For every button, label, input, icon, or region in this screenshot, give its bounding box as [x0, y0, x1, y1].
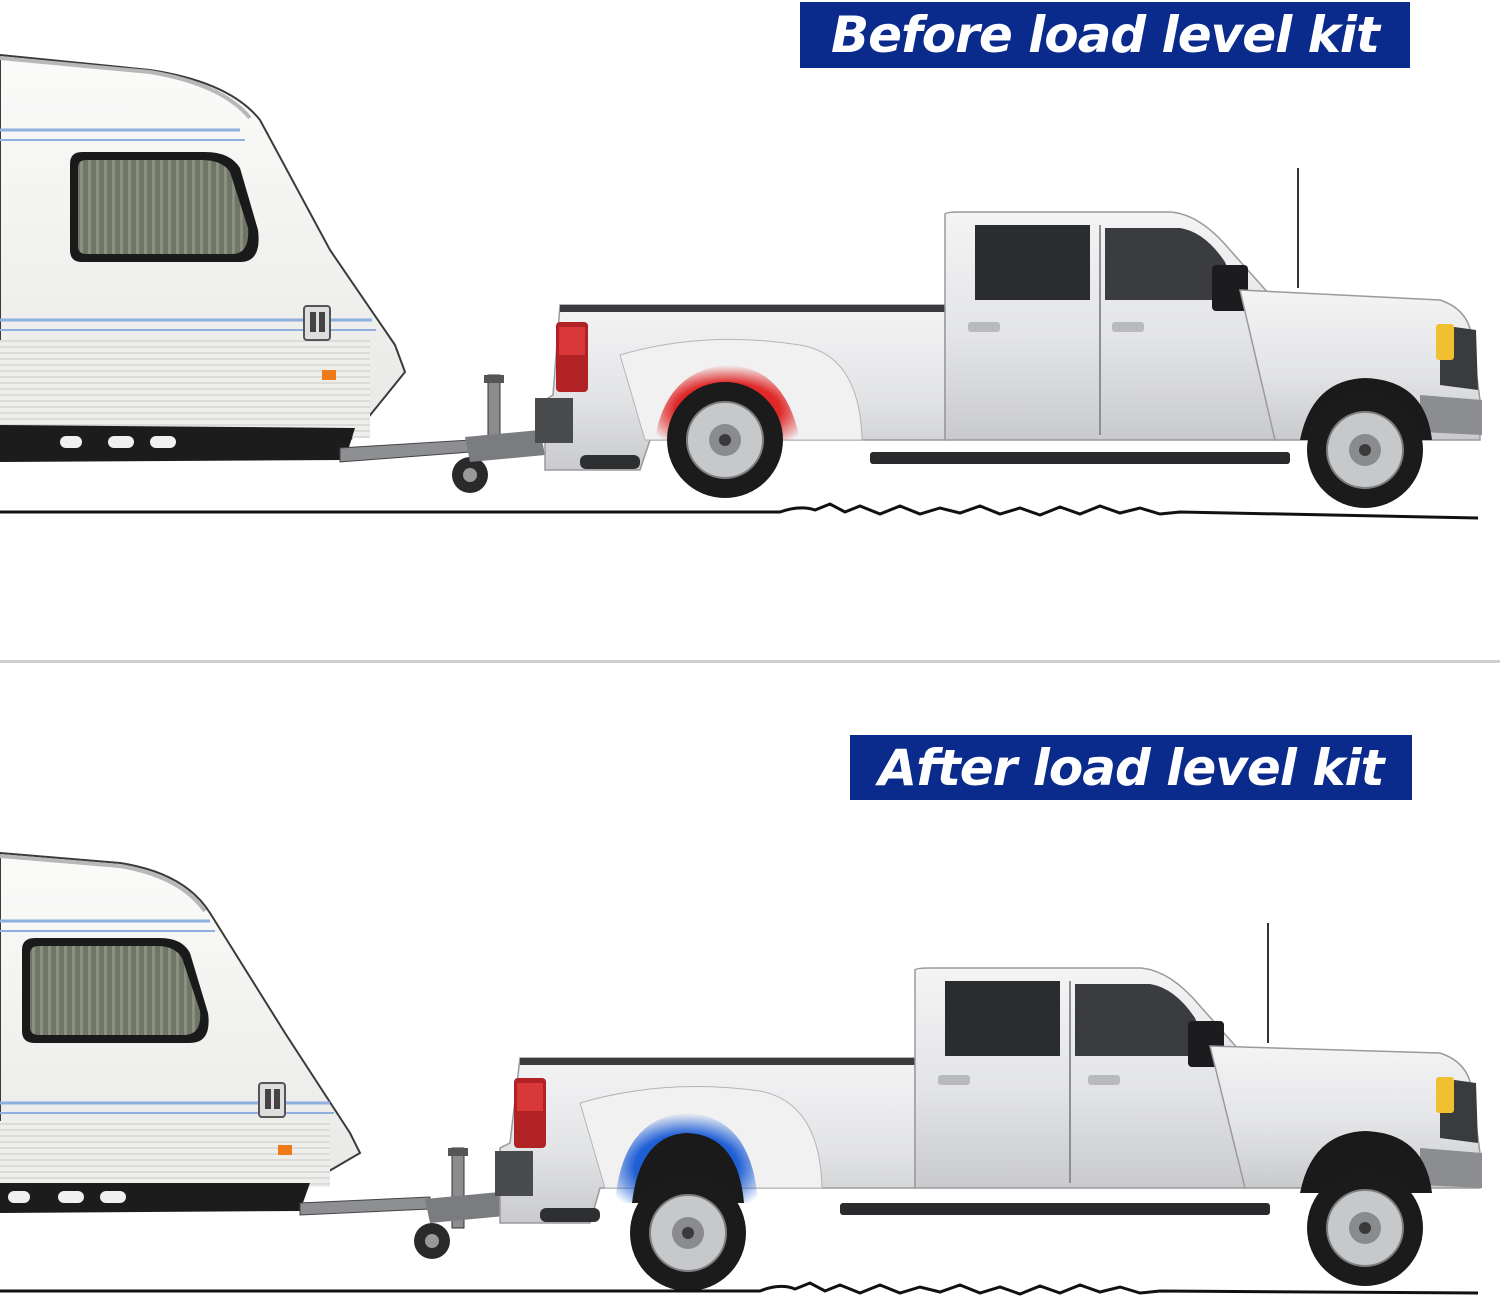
before-panel: Before load level kit — [0, 2, 1482, 520]
rear-wheel — [667, 382, 783, 498]
pickup-truck-icon — [495, 923, 1482, 1291]
before-scene — [0, 53, 1482, 520]
after-panel: After load level kit — [0, 663, 1500, 1305]
after-scene — [0, 851, 1482, 1296]
pickup-truck-icon — [535, 168, 1482, 508]
panel-divider — [0, 660, 1500, 663]
camper-trailer-icon — [0, 53, 545, 493]
front-wheel — [1307, 392, 1423, 508]
rear-wheel — [630, 1175, 746, 1291]
ground-line — [0, 1281, 1479, 1296]
ground-line — [0, 502, 1479, 520]
after-label-text: After load level kit — [878, 738, 1384, 797]
front-wheel — [1307, 1170, 1423, 1286]
after-label-banner: After load level kit — [850, 735, 1412, 800]
before-label-text: Before load level kit — [831, 6, 1380, 64]
before-label-banner: Before load level kit — [800, 2, 1410, 68]
camper-trailer-icon — [0, 851, 515, 1259]
